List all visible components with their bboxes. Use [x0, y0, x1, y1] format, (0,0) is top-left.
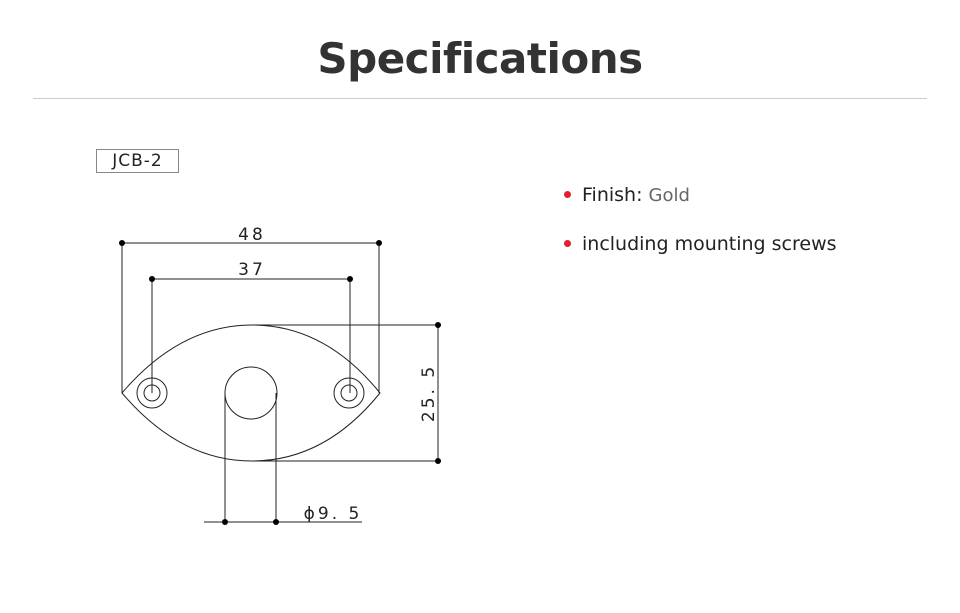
dim-48-dot-right — [376, 240, 382, 246]
spec-finish-value: Gold — [648, 185, 690, 206]
bullet-icon — [564, 191, 571, 198]
right-screw-hole-outer — [333, 377, 365, 409]
dim-37-dot-right — [347, 276, 353, 282]
model-label: JCB-2 — [96, 149, 179, 173]
bullet-icon — [564, 240, 571, 247]
dim-48-dot-left — [119, 240, 125, 246]
dim-25-label: 25. 5 — [419, 364, 439, 422]
title-divider — [33, 98, 927, 99]
plate-outline — [121, 324, 381, 462]
page-title: Specifications — [317, 34, 643, 83]
dim-25-dot-top — [435, 322, 441, 328]
dim-9-label: ϕ9. 5 — [304, 504, 363, 524]
spec-item-screws: including mounting screws — [564, 231, 837, 257]
spec-screws-note: including mounting screws — [582, 233, 837, 255]
spec-item-finish: Finish: Gold — [564, 182, 837, 209]
dim-37-label: 37 — [238, 260, 266, 280]
dim-25-dot-bottom — [435, 458, 441, 464]
dim-37-dot-left — [149, 276, 155, 282]
dim-9-dot-right — [273, 519, 279, 525]
dim-9-dot-left — [222, 519, 228, 525]
jack-hole — [224, 366, 278, 420]
dim-48-label: 48 — [238, 225, 266, 245]
right-screw-hole-inner — [340, 384, 358, 402]
spec-list: Finish: Gold including mounting screws — [564, 182, 837, 279]
spec-finish-label: Finish: — [582, 184, 643, 206]
